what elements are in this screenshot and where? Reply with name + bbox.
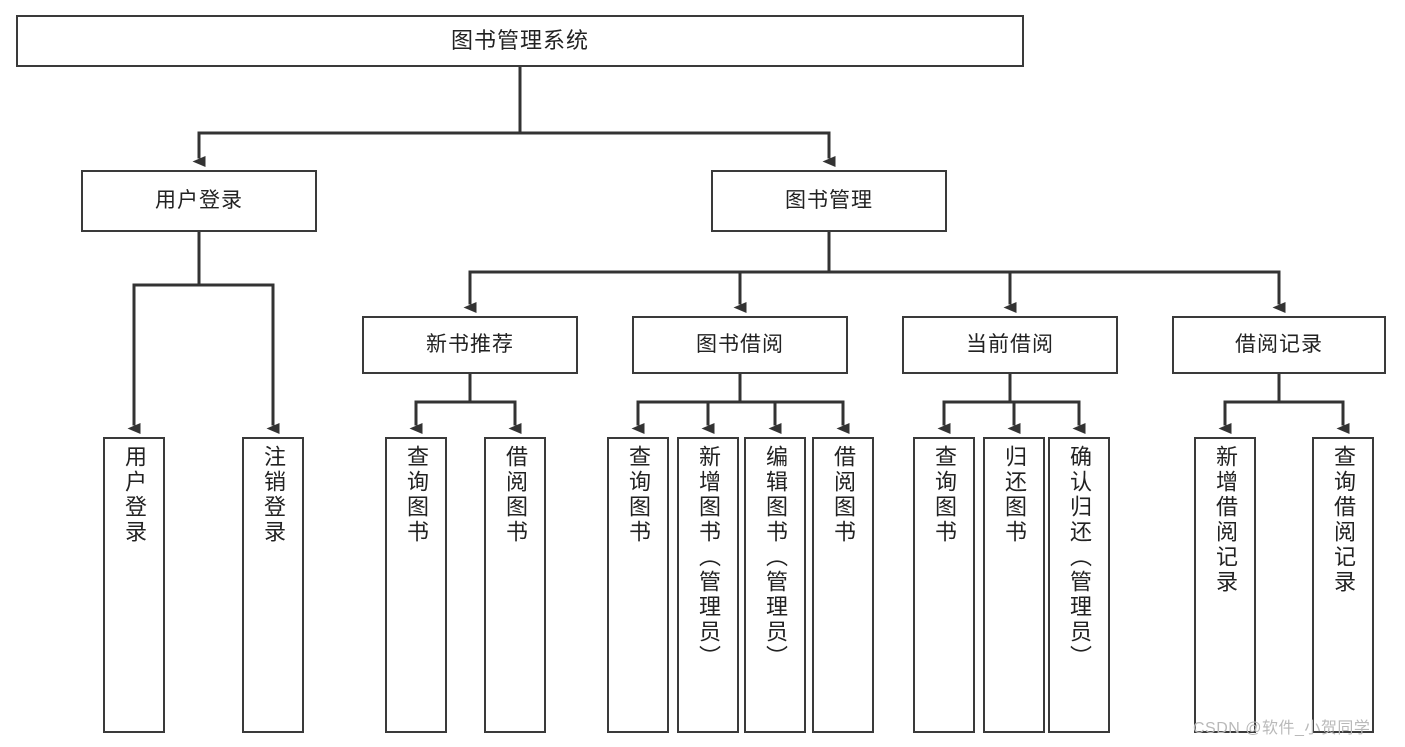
- leaf-confirm-return[interactable]: 确认归还（管理员）: [1048, 437, 1110, 733]
- leaf-query-record-label: 查询借阅记录: [1331, 445, 1356, 595]
- leaf-borrow-book-1-label: 借阅图书: [503, 445, 528, 545]
- leaf-query-book-3-label: 查询图书: [932, 445, 957, 545]
- node-book-manage[interactable]: 图书管理: [711, 170, 947, 232]
- leaf-borrow-book-2-label: 借阅图书: [831, 445, 856, 545]
- leaf-query-book-1-label: 查询图书: [404, 445, 429, 545]
- csdn-watermark: CSDN @软件_小贺同学: [1193, 720, 1371, 737]
- node-root[interactable]: 图书管理系统: [16, 15, 1024, 67]
- node-new-book-recommend[interactable]: 新书推荐: [362, 316, 578, 374]
- node-current-borrow[interactable]: 当前借阅: [902, 316, 1118, 374]
- node-book-manage-label: 图书管理: [785, 188, 873, 212]
- leaf-user-login[interactable]: 用户登录: [103, 437, 165, 733]
- leaf-user-logout[interactable]: 注销登录: [242, 437, 304, 733]
- leaf-user-logout-label: 注销登录: [261, 445, 286, 545]
- node-borrow-record[interactable]: 借阅记录: [1172, 316, 1386, 374]
- leaf-confirm-return-label: 确认归还（管理员）: [1067, 445, 1092, 670]
- node-book-borrow[interactable]: 图书借阅: [632, 316, 848, 374]
- node-borrow-record-label: 借阅记录: [1235, 332, 1323, 356]
- leaf-return-book[interactable]: 归还图书: [983, 437, 1045, 733]
- leaf-add-record[interactable]: 新增借阅记录: [1194, 437, 1256, 733]
- node-book-borrow-label: 图书借阅: [696, 332, 784, 356]
- leaf-borrow-book-1[interactable]: 借阅图书: [484, 437, 546, 733]
- leaf-add-record-label: 新增借阅记录: [1213, 445, 1238, 595]
- node-current-borrow-label: 当前借阅: [966, 332, 1054, 356]
- node-user-login-label: 用户登录: [155, 188, 243, 212]
- leaf-add-book-label: 新增图书（管理员）: [696, 445, 721, 670]
- leaf-edit-book-label: 编辑图书（管理员）: [763, 445, 788, 670]
- leaf-edit-book[interactable]: 编辑图书（管理员）: [744, 437, 806, 733]
- node-root-label: 图书管理系统: [450, 28, 589, 54]
- leaf-borrow-book-2[interactable]: 借阅图书: [812, 437, 874, 733]
- leaf-query-record[interactable]: 查询借阅记录: [1312, 437, 1374, 733]
- leaf-query-book-2[interactable]: 查询图书: [607, 437, 669, 733]
- leaf-query-book-3[interactable]: 查询图书: [913, 437, 975, 733]
- leaf-user-login-label: 用户登录: [122, 445, 147, 545]
- leaf-query-book-1[interactable]: 查询图书: [385, 437, 447, 733]
- node-user-login[interactable]: 用户登录: [81, 170, 317, 232]
- node-new-book-recommend-label: 新书推荐: [426, 332, 514, 356]
- leaf-query-book-2-label: 查询图书: [626, 445, 651, 545]
- leaf-add-book[interactable]: 新增图书（管理员）: [677, 437, 739, 733]
- leaf-return-book-label: 归还图书: [1002, 445, 1027, 545]
